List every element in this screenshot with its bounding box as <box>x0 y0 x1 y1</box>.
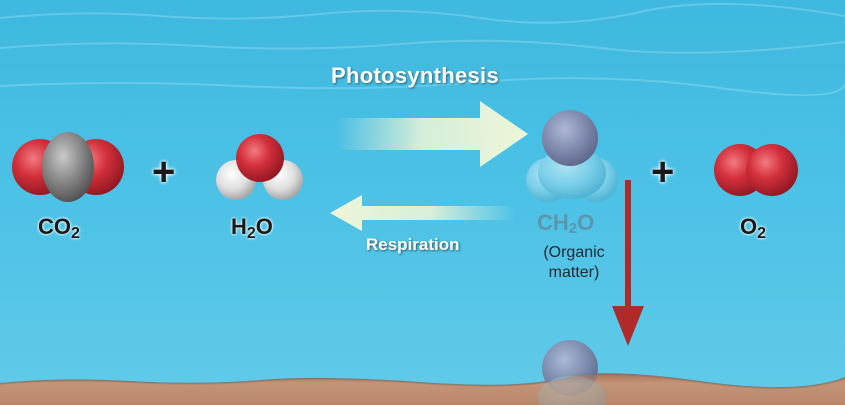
respiration-arrow <box>330 195 515 231</box>
organic-matter-note-line1: (Organic <box>543 244 605 261</box>
plus-sign-reactants: + <box>152 150 176 194</box>
co2-label: CO2 <box>38 214 80 242</box>
respiration-label: Respiration <box>366 235 460 254</box>
h2o-molecule <box>216 134 303 200</box>
ch2o-label: CH2O <box>537 210 595 237</box>
photosynthesis-arrow <box>335 101 528 167</box>
sinking-arrow <box>612 180 644 346</box>
photosynthesis-label: Photosynthesis <box>331 63 500 88</box>
water-ripples <box>0 2 845 97</box>
co2-molecule <box>12 132 124 202</box>
organic-matter-note-line2: matter) <box>548 264 600 281</box>
plus-sign-products: + <box>651 150 675 194</box>
h2o-label: H2O <box>231 214 273 242</box>
organic-matter-note: (Organic matter) <box>524 243 624 283</box>
o2-label: O2 <box>740 214 767 242</box>
ch2o-molecule <box>526 110 618 202</box>
o2-molecule <box>714 144 798 196</box>
